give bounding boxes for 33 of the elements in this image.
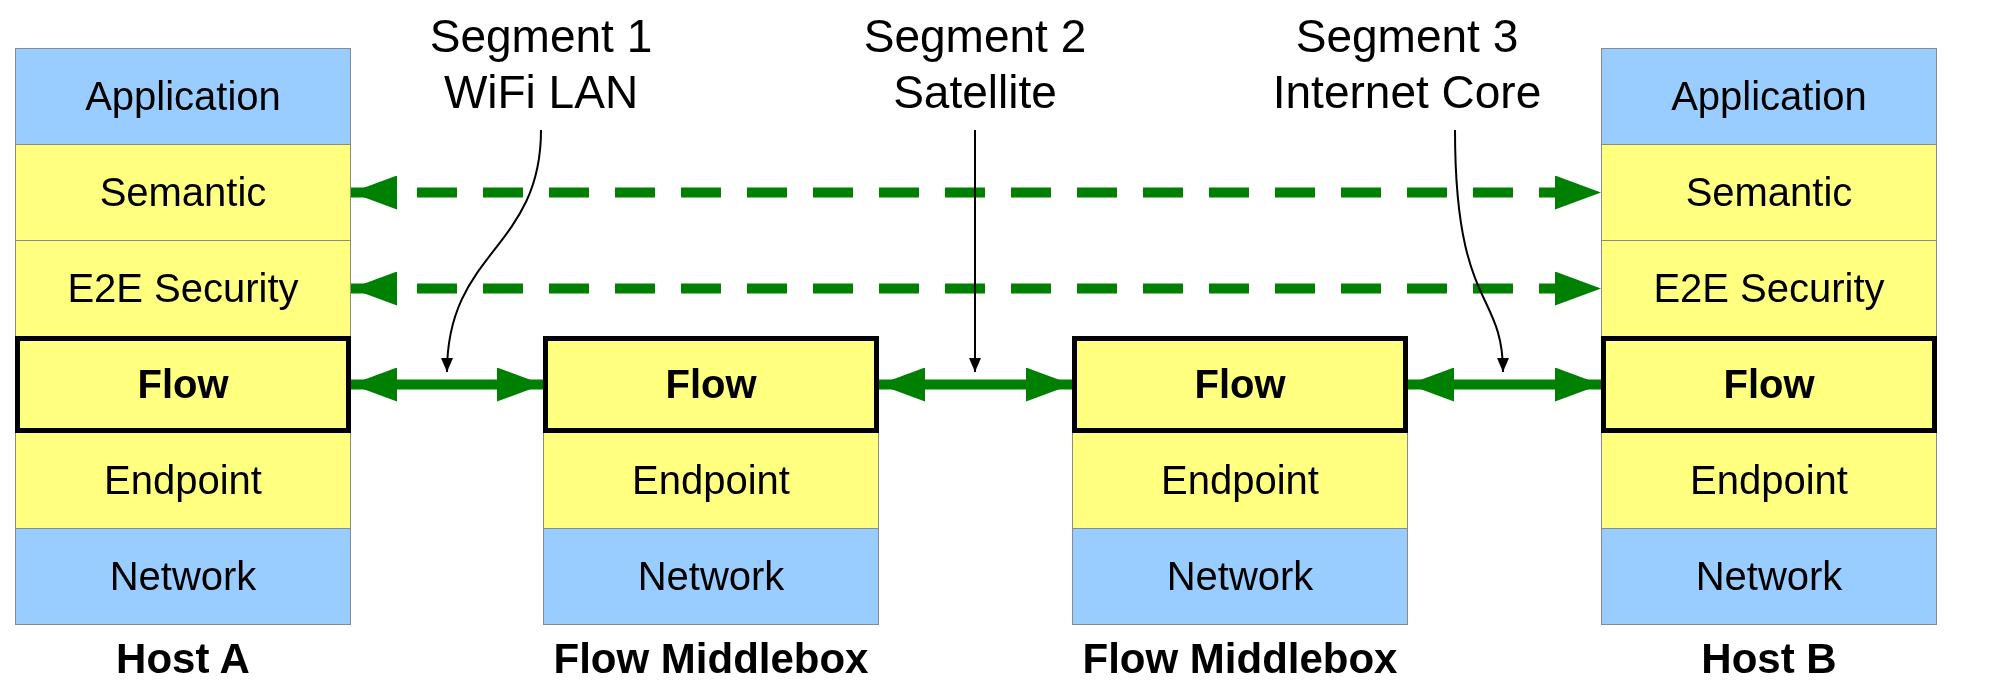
layer-box: Endpoint: [543, 432, 879, 529]
stack-caption: Flow Middlebox: [552, 634, 870, 684]
segment-label: Segment 1 WiFi LAN: [391, 8, 691, 126]
layer-box: Endpoint: [1072, 432, 1408, 529]
stack-caption: Host B: [1700, 634, 1838, 684]
double-arrow: [351, 367, 543, 402]
layer-box: Network: [15, 528, 351, 625]
stack-caption: Host A: [115, 634, 251, 684]
segment-label: Segment 2 Satellite: [825, 8, 1125, 126]
layer-box: Flow: [1072, 336, 1408, 433]
leader-line: [1454, 129, 1509, 373]
layer-box: Flow: [543, 336, 879, 433]
leader-line: [441, 129, 542, 373]
layer-box: Application: [1601, 48, 1937, 145]
dashed-double-arrow: [351, 271, 1601, 306]
double-arrow: [879, 367, 1072, 402]
layer-box: Network: [543, 528, 879, 625]
layer-box: Flow: [15, 336, 351, 433]
layer-box: Network: [1601, 528, 1937, 625]
layer-box: Network: [1072, 528, 1408, 625]
layer-box: Semantic: [1601, 144, 1937, 241]
layer-box: Semantic: [15, 144, 351, 241]
segment-label: Segment 3 Internet Core: [1222, 8, 1592, 126]
layer-box: E2E Security: [15, 240, 351, 337]
layer-box: E2E Security: [1601, 240, 1937, 337]
layer-box: Endpoint: [15, 432, 351, 529]
dashed-double-arrow: [351, 175, 1601, 210]
layer-box: Flow: [1601, 336, 1937, 433]
layer-box: Application: [15, 48, 351, 145]
layer-box: Endpoint: [1601, 432, 1937, 529]
leader-line: [969, 129, 981, 373]
double-arrow: [1408, 367, 1601, 402]
stack-caption: Flow Middlebox: [1081, 634, 1399, 684]
